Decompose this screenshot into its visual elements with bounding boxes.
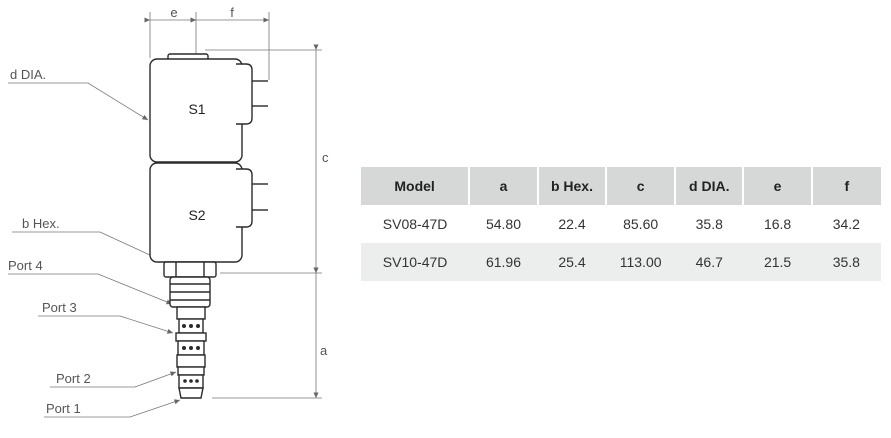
table-header-row: Model a b Hex. c d DIA. e f [361, 167, 881, 205]
header-e: e [743, 167, 813, 205]
dim-label-a: a [320, 343, 328, 358]
cell-f: 34.2 [811, 205, 881, 243]
cell-a: 54.80 [469, 205, 538, 243]
header-d-dia: d DIA. [675, 167, 745, 205]
callout-port4: Port 4 [8, 258, 43, 273]
port-holes [182, 324, 200, 383]
callout-port3: Port 3 [42, 300, 77, 315]
cell-e: 16.8 [743, 205, 812, 243]
header-b-hex: b Hex. [537, 167, 608, 205]
table-row: SV10-47D 61.96 25.4 113.00 46.7 21.5 35.… [361, 243, 881, 281]
cell-model: SV08-47D [361, 205, 470, 243]
cell-f: 35.8 [811, 243, 881, 281]
hex-nut [163, 261, 217, 278]
header-f: f [811, 167, 881, 205]
cell-b-hex: 25.4 [537, 243, 607, 281]
header-model: Model [361, 167, 471, 205]
dimensions-table: Model a b Hex. c d DIA. e f SV08-47D 54.… [361, 167, 881, 281]
cell-c: 85.60 [606, 205, 676, 243]
coil-label-s1: S1 [188, 101, 205, 117]
callout-port2: Port 2 [56, 371, 91, 386]
header-c: c [606, 167, 677, 205]
coil-label-s2: S2 [188, 207, 205, 223]
cell-a: 61.96 [469, 243, 538, 281]
cell-model: SV10-47D [361, 243, 470, 281]
cell-e: 21.5 [743, 243, 812, 281]
callout-leaders [8, 82, 181, 418]
dim-label-e: e [170, 5, 177, 20]
callout-b-hex: b Hex. [22, 216, 60, 231]
cell-c: 113.00 [606, 243, 676, 281]
valve-body [149, 53, 268, 399]
callout-d-dia: d DIA. [10, 67, 46, 82]
cell-b-hex: 22.4 [537, 205, 607, 243]
dimension-lines [144, 12, 322, 399]
callout-port1: Port 1 [46, 401, 81, 416]
header-a: a [469, 167, 539, 205]
dim-label-c: c [322, 150, 329, 165]
table-row: SV08-47D 54.80 22.4 85.60 35.8 16.8 34.2 [361, 205, 881, 243]
cell-d-dia: 35.8 [675, 205, 744, 243]
cell-d-dia: 46.7 [675, 243, 744, 281]
dim-label-f: f [230, 5, 234, 20]
